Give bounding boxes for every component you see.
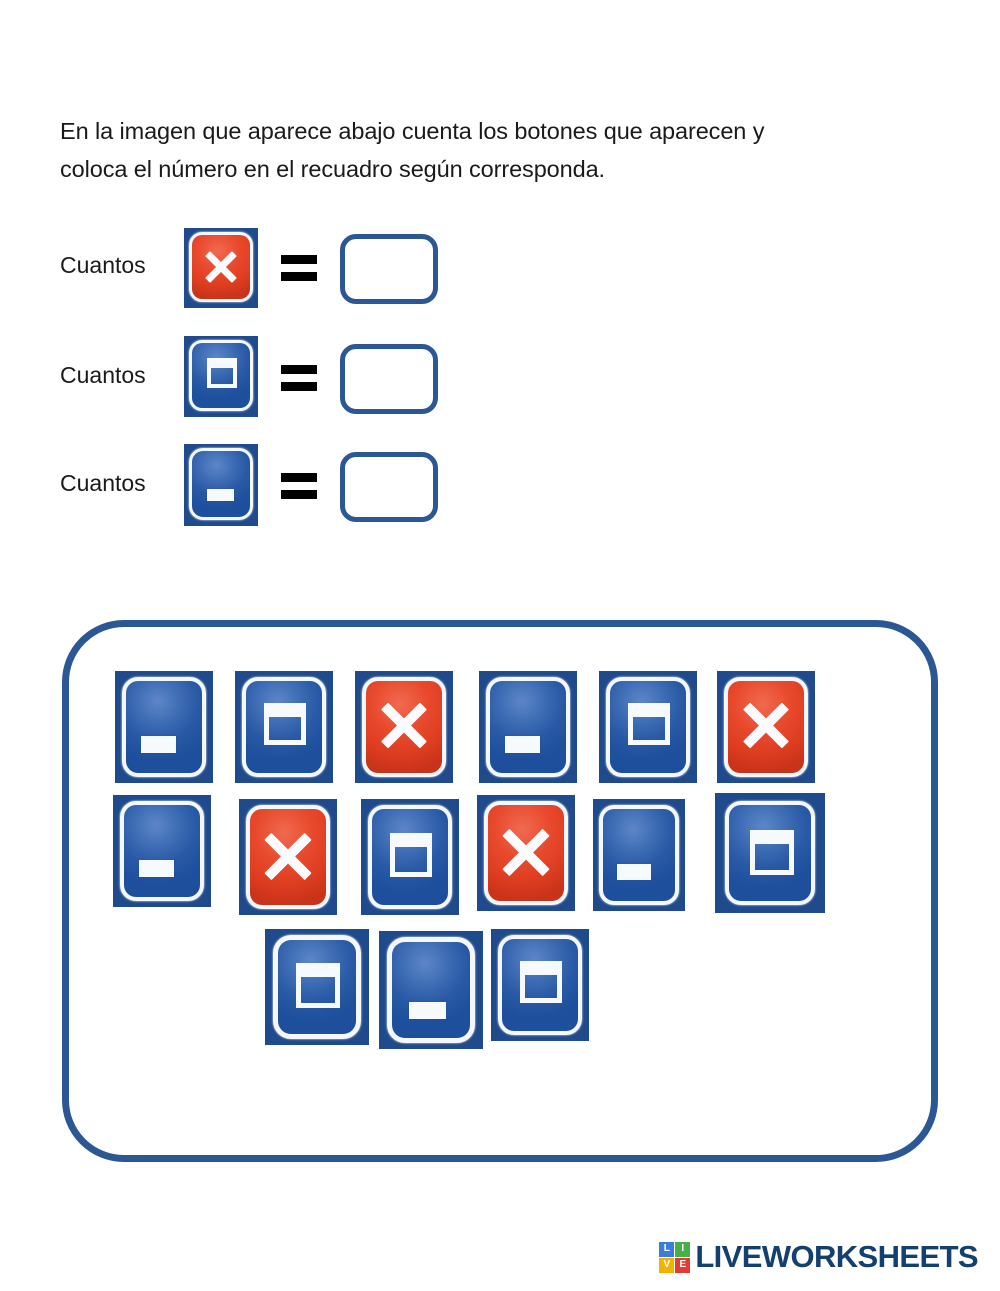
answer-input-minimize[interactable] xyxy=(340,452,438,522)
grid-button-close xyxy=(477,795,575,916)
button-grid xyxy=(69,627,945,1169)
logo-tiles-icon: L I V E xyxy=(659,1241,691,1273)
question-row-maximize: Cuantos xyxy=(0,336,1000,444)
grid-button-close xyxy=(717,671,815,788)
instruction-text: En la imagen que aparece abajo cuenta lo… xyxy=(60,112,890,188)
question-label: Cuantos xyxy=(60,252,146,278)
grid-button-minimize xyxy=(379,931,483,1054)
instruction-line-2: coloca el número en el recuadro según co… xyxy=(60,156,605,183)
equals-sign xyxy=(281,255,317,281)
dash-glyph xyxy=(207,489,234,501)
question-list: Cuantos Cuantos xyxy=(0,228,1000,552)
grid-button-maximize xyxy=(599,671,697,788)
logo-tile-v: V xyxy=(659,1257,675,1273)
grid-button-maximize xyxy=(715,793,825,918)
grid-button-maximize xyxy=(361,799,459,920)
grid-button-maximize xyxy=(265,929,369,1050)
instruction-line-1: En la imagen que aparece abajo cuenta lo… xyxy=(60,118,765,144)
equals-sign xyxy=(281,365,317,391)
equals-sign xyxy=(281,473,317,499)
question-row-close: Cuantos xyxy=(0,228,1000,336)
logo-wordmark: LIVEWORKSHEETS xyxy=(695,1239,978,1274)
grid-button-maximize xyxy=(491,929,589,1046)
grid-button-minimize xyxy=(113,795,211,912)
grid-button-close xyxy=(239,799,337,920)
grid-button-minimize xyxy=(115,671,213,788)
logo-tile-e: E xyxy=(675,1257,691,1273)
grid-button-maximize xyxy=(235,671,333,788)
logo-tile-i: I xyxy=(675,1241,691,1257)
question-label: Cuantos xyxy=(60,470,146,496)
square-glyph xyxy=(207,358,237,388)
answer-input-close[interactable] xyxy=(340,234,438,304)
grid-button-minimize xyxy=(593,799,685,916)
question-label: Cuantos xyxy=(60,362,146,388)
close-button-icon xyxy=(184,228,258,313)
minimize-button-icon xyxy=(184,444,258,531)
liveworksheets-logo: L I V E LIVEWORKSHEETS xyxy=(659,1239,979,1275)
logo-tile-l: L xyxy=(659,1241,675,1257)
maximize-button-icon xyxy=(184,336,258,422)
cross-glyph xyxy=(205,248,237,286)
counting-panel xyxy=(62,620,938,1162)
answer-input-maximize[interactable] xyxy=(340,344,438,414)
question-row-minimize: Cuantos xyxy=(0,444,1000,552)
grid-button-minimize xyxy=(479,671,577,788)
grid-button-close xyxy=(355,671,453,788)
